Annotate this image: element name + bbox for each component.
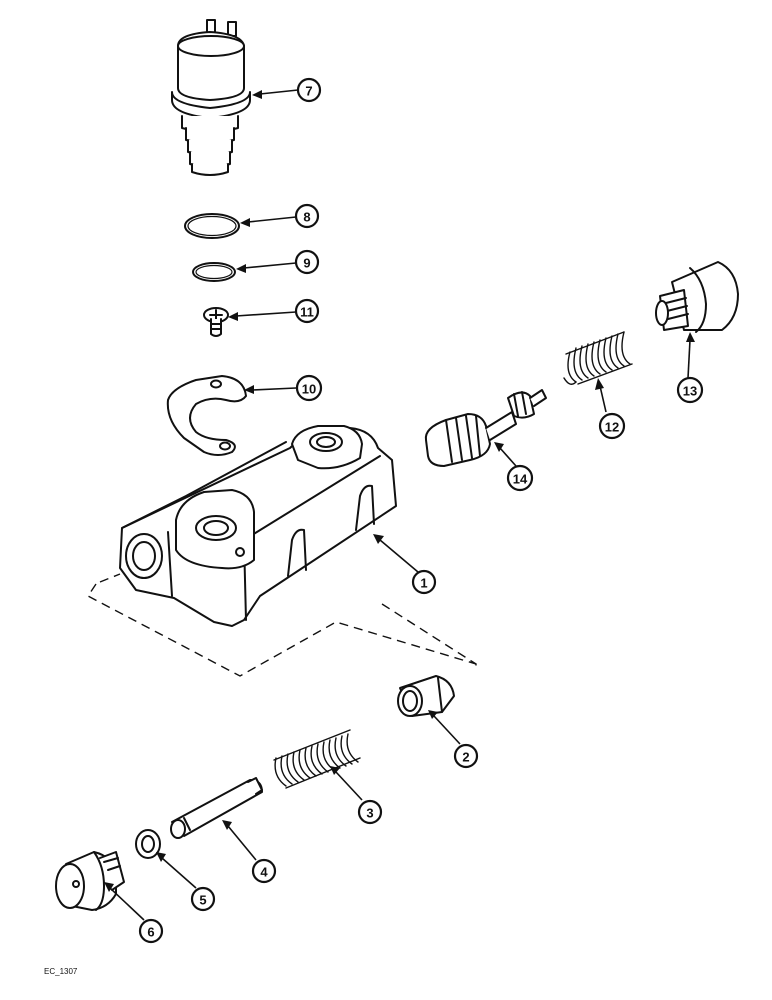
callout-8: 8: [294, 203, 320, 229]
callout-6: 6: [138, 918, 164, 944]
callout-label: 10: [302, 382, 316, 397]
spring-upper-part: [563, 331, 633, 385]
leader-lines: [104, 89, 695, 921]
o-ring-large-part: [184, 213, 240, 239]
callout-label: 7: [305, 84, 312, 99]
callout-9: 9: [294, 249, 320, 275]
callout-label: 1: [420, 576, 427, 591]
callout-10: 10: [295, 374, 323, 402]
callout-label: 5: [199, 893, 206, 908]
callout-label: 9: [303, 256, 310, 271]
callout-4: 4: [251, 858, 277, 884]
reference-code: EC_1307: [44, 967, 78, 976]
callout-label: 13: [683, 384, 697, 399]
spring-lower-part: [273, 728, 361, 789]
callout-13: 13: [676, 376, 704, 404]
callout-3: 3: [357, 799, 383, 825]
retaining-plate-part: [166, 375, 247, 456]
plug-lower-part: [55, 851, 125, 911]
callout-label: 14: [513, 472, 528, 487]
pin-part: [170, 777, 263, 839]
plug-upper-part: [655, 261, 739, 333]
washer-part: [135, 829, 161, 859]
spool-part: [424, 389, 547, 467]
callout-12: 12: [598, 412, 626, 440]
callout-11: 11: [294, 298, 320, 324]
callout-2: 2: [453, 743, 479, 769]
callout-label: 3: [366, 806, 373, 821]
callout-14: 14: [506, 464, 534, 492]
sleeve-part: [397, 675, 455, 717]
callout-label: 8: [303, 210, 310, 225]
callout-1: 1: [411, 569, 437, 595]
solenoid-part: [171, 19, 251, 176]
callout-label: 6: [147, 925, 154, 940]
callout-5: 5: [190, 886, 216, 912]
screw-part: [203, 307, 229, 337]
valve-body-part: [119, 425, 397, 627]
o-ring-small-part: [192, 262, 236, 282]
callout-label: 11: [300, 305, 314, 320]
callout-label: 12: [605, 420, 619, 435]
callout-label: 2: [462, 750, 469, 765]
callout-label: 4: [260, 865, 268, 880]
mounting-outline: [86, 573, 477, 677]
callout-7: 7: [296, 77, 322, 103]
